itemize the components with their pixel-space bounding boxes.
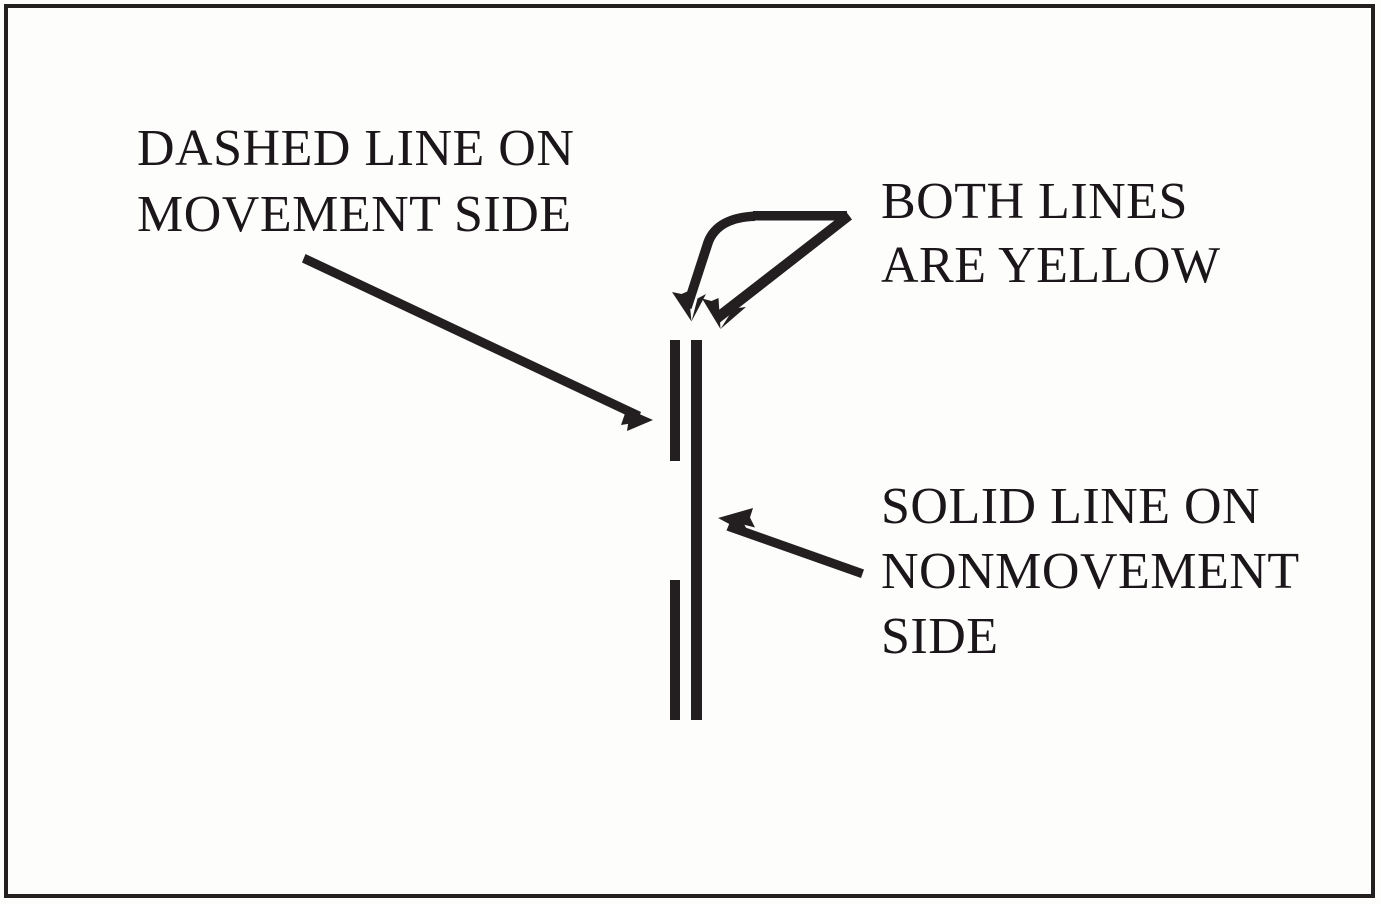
dashed-lane-line-segment-bottom: [670, 580, 680, 720]
arrow-yellow-to-solid: [702, 211, 852, 329]
arrow-to-dashed-line: [302, 254, 653, 431]
label-dashed-line-on-movement-side: DASHED LINE ON MOVEMENT SIDE: [137, 120, 575, 243]
diagram-border-frame: DASHED LINE ON MOVEMENT SIDE BOTH LINES …: [4, 4, 1375, 898]
label-both-lines-are-yellow: BOTH LINES ARE YELLOW: [881, 173, 1221, 294]
solid-lane-line: [691, 340, 702, 720]
arrow-yellow-to-dashed: [672, 211, 847, 322]
label-solid-line-on-nonmovement-side: SOLID LINE ON NONMOVEMENT SIDE: [881, 478, 1300, 665]
dashed-lane-line-segment-top: [670, 340, 680, 461]
arrow-to-solid-line: [718, 508, 864, 578]
